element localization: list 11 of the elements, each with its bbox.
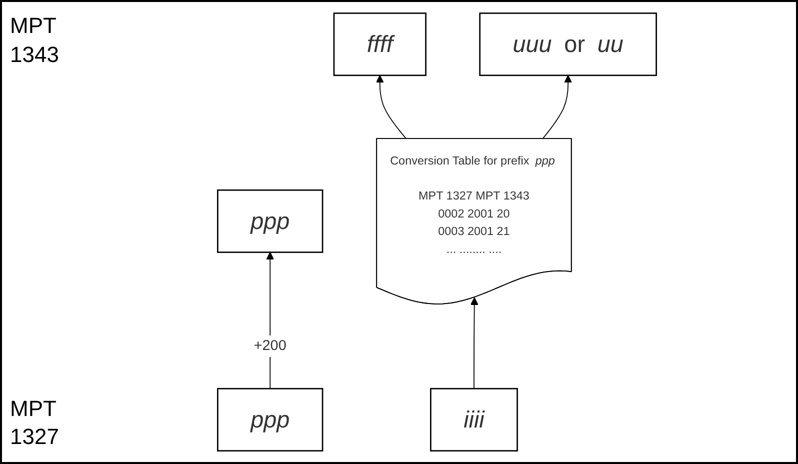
arrow	[542, 75, 572, 140]
edge-label: +200	[254, 338, 286, 354]
node-box: ppp	[217, 388, 324, 452]
level-label: MPT 1327	[10, 394, 60, 452]
arrow	[376, 75, 407, 140]
node-box: ffff	[333, 12, 426, 76]
node-box: uuu or uu	[479, 12, 657, 76]
node-box: ppp	[217, 189, 324, 253]
level-label: MPT 1343	[10, 12, 60, 69]
node-box: iiii	[430, 388, 518, 452]
arrow	[470, 297, 478, 390]
